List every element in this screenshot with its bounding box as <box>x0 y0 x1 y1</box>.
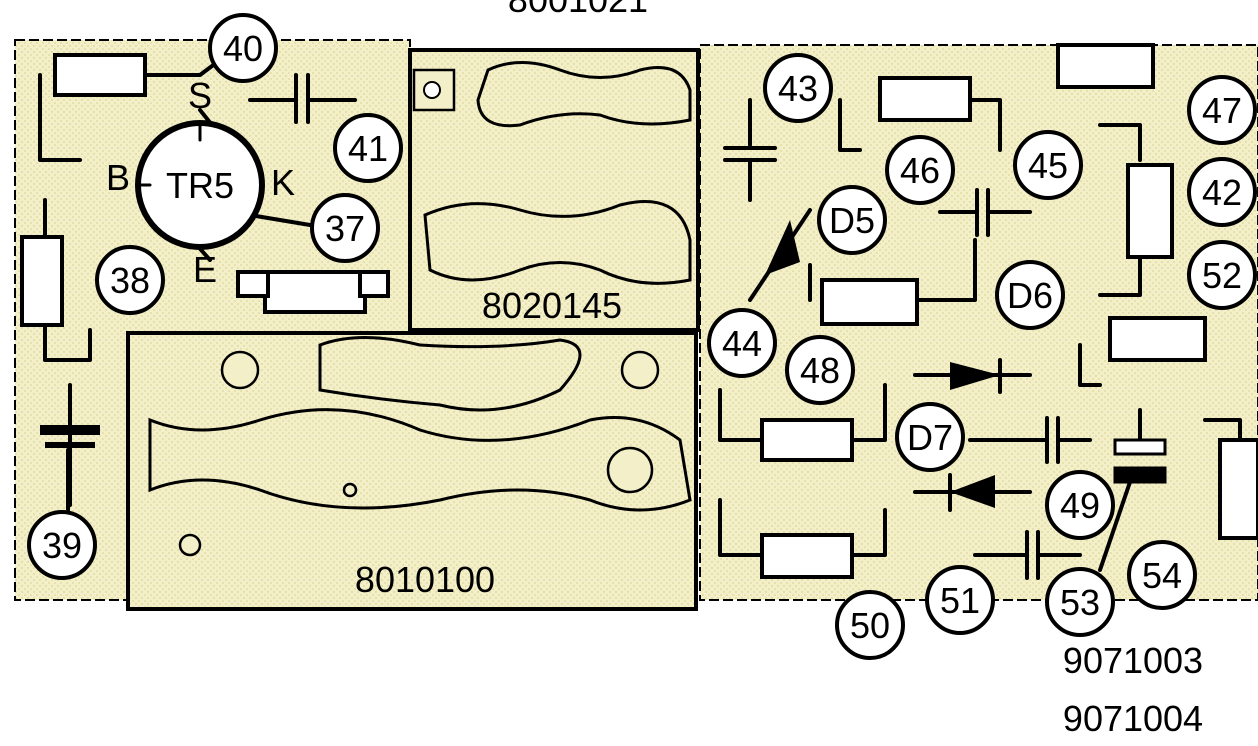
svg-text:D6: D6 <box>1007 275 1053 316</box>
svg-text:42: 42 <box>1202 172 1242 213</box>
resistor-left-top <box>53 53 147 97</box>
resistor-38 <box>20 235 64 327</box>
svg-text:37: 37 <box>325 208 365 249</box>
resistor-edge-right <box>1218 438 1258 540</box>
callout-d5: D5 <box>817 185 887 255</box>
callout-46: 46 <box>885 135 955 205</box>
resistor-46 <box>878 76 972 122</box>
module-8020145 <box>408 48 700 332</box>
transistor-tr5: TR5 S B K E <box>106 75 295 290</box>
callout-48: 48 <box>785 335 855 405</box>
svg-text:47: 47 <box>1202 90 1242 131</box>
resistor-52 <box>1108 316 1207 362</box>
pin-s-label: S <box>188 75 212 116</box>
callout-37: 37 <box>310 193 380 263</box>
svg-text:45: 45 <box>1028 145 1068 186</box>
callout-d7: D7 <box>895 402 965 472</box>
pin-b-label: B <box>106 157 130 198</box>
callout-50: 50 <box>835 590 905 660</box>
svg-text:53: 53 <box>1060 582 1100 623</box>
svg-text:46: 46 <box>900 150 940 191</box>
callout-53: 53 <box>1045 567 1115 637</box>
callout-d6: D6 <box>995 260 1065 330</box>
svg-text:D5: D5 <box>829 200 875 241</box>
resistor-pad-left <box>236 270 270 298</box>
svg-text:48: 48 <box>800 350 840 391</box>
diode-d6 <box>913 358 1032 394</box>
svg-text:51: 51 <box>940 580 980 621</box>
diode-d5 <box>748 208 812 302</box>
capacitor-39 <box>40 425 100 512</box>
pin-e-label: E <box>193 249 217 290</box>
part-number-2: 9071004 <box>1063 698 1203 739</box>
code-upper-module: 8020145 <box>482 285 622 326</box>
part-number-1: 9071003 <box>1063 640 1203 681</box>
right-board-traces <box>718 98 1242 557</box>
diode-d7 <box>913 473 1032 512</box>
callout-49: 49 <box>1045 470 1115 540</box>
resistor-bottom-left <box>263 270 367 314</box>
svg-text:D7: D7 <box>907 417 953 458</box>
callout-45: 45 <box>1013 130 1083 200</box>
capacitor-51 <box>973 530 1082 580</box>
transistor-label: TR5 <box>166 165 234 206</box>
svg-text:44: 44 <box>722 323 762 364</box>
svg-text:40: 40 <box>223 28 263 69</box>
capacitor-43 <box>723 98 777 202</box>
resistor-50 <box>760 533 854 579</box>
callout-54: 54 <box>1127 540 1197 610</box>
pin-k-label: K <box>271 162 295 203</box>
svg-text:50: 50 <box>850 605 890 646</box>
callout-41: 41 <box>333 113 403 183</box>
capacitor-41 <box>248 73 357 124</box>
callout-43: 43 <box>763 53 833 123</box>
callout-38: 38 <box>95 245 165 315</box>
code-lower-module: 8010100 <box>355 559 495 600</box>
svg-text:38: 38 <box>110 260 150 301</box>
svg-text:52: 52 <box>1202 255 1242 296</box>
resistor-47 <box>1056 43 1155 89</box>
svg-text:43: 43 <box>778 68 818 109</box>
svg-text:41: 41 <box>348 128 388 169</box>
resistor-48 <box>760 418 854 462</box>
resistor-d5 <box>820 278 919 326</box>
callout-52: 52 <box>1187 240 1257 310</box>
svg-text:39: 39 <box>42 525 82 566</box>
callout-39: 39 <box>27 510 97 580</box>
module-8010100 <box>126 331 698 611</box>
svg-text:54: 54 <box>1142 555 1182 596</box>
callout-44: 44 <box>707 308 777 378</box>
callout-42: 42 <box>1187 157 1257 227</box>
callout-40: 40 <box>208 13 278 83</box>
callout-51: 51 <box>925 565 995 635</box>
capacitor-53 <box>1098 408 1167 572</box>
callout-47: 47 <box>1187 75 1257 145</box>
resistor-pad-right <box>358 270 390 298</box>
svg-text:49: 49 <box>1060 485 1100 526</box>
code-top-partial: 8001021 <box>508 0 648 20</box>
capacitor-45 <box>938 188 1032 237</box>
capacitor-d7 <box>968 416 1092 464</box>
resistor-42 <box>1126 163 1174 259</box>
